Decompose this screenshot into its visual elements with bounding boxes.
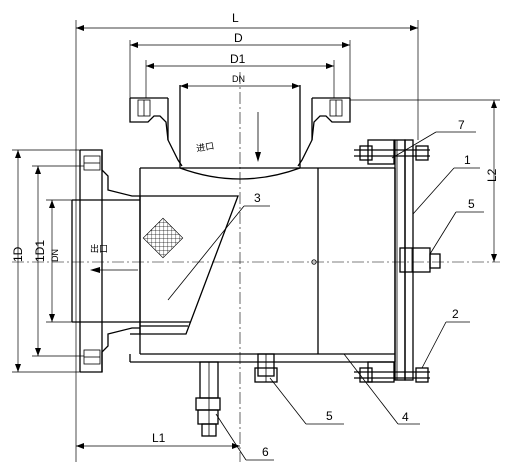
left-outlet-nozzle <box>71 149 140 373</box>
dim-1D1-label: 1D1 <box>33 240 47 262</box>
dim-D1 <box>145 60 335 98</box>
outlet-label: 出口 <box>90 243 108 255</box>
dim-L1 <box>76 443 240 449</box>
dim-DN-left <box>46 199 72 323</box>
part-1-label: 1 <box>464 153 471 167</box>
part-5-right-label: 5 <box>468 197 475 211</box>
dim-1D <box>12 149 80 373</box>
part-6-label: 6 <box>262 445 269 459</box>
dim-L <box>75 20 419 462</box>
leader-1 <box>412 167 480 215</box>
part-5-bottom-label: 5 <box>326 409 333 423</box>
leader-5-bottom <box>269 377 344 425</box>
top-flow-arrow <box>255 112 261 162</box>
dim-L-label: L <box>232 11 239 25</box>
inlet-label: 进口 <box>195 141 215 155</box>
part-3-label: 3 <box>254 191 261 205</box>
part-2-label: 2 <box>452 307 459 321</box>
dim-L2-label: L2 <box>485 168 499 182</box>
dim-D <box>129 40 351 98</box>
mesh-icon <box>142 217 184 259</box>
right-cover-flange <box>354 139 441 383</box>
dim-L1-label: L1 <box>152 431 166 445</box>
part-4-label: 4 <box>402 410 409 424</box>
dim-D1-label: D1 <box>230 52 246 66</box>
dim-L2 <box>350 99 500 262</box>
leader-3 <box>167 205 270 301</box>
leader-7 <box>391 131 476 159</box>
leader-6 <box>215 413 274 461</box>
dim-1D1 <box>32 165 84 357</box>
dim-DN-top <box>180 83 300 89</box>
filter-screen <box>139 195 239 335</box>
leader-2 <box>421 321 470 369</box>
drain-valve <box>195 361 221 437</box>
filter-body <box>129 167 396 363</box>
dim-1D-label: 1D <box>11 246 25 262</box>
top-inlet-nozzle <box>129 85 351 180</box>
dim-D-label: D <box>234 31 243 45</box>
leader-4 <box>343 353 420 425</box>
part-7-label: 7 <box>458 118 465 132</box>
left-flow-arrow <box>90 267 138 273</box>
dim-DN-top-label: DN <box>232 74 245 84</box>
dim-DN-left-label: DN <box>50 249 60 262</box>
bottom-drain-plug <box>254 353 278 383</box>
leader-5-right <box>429 211 484 255</box>
